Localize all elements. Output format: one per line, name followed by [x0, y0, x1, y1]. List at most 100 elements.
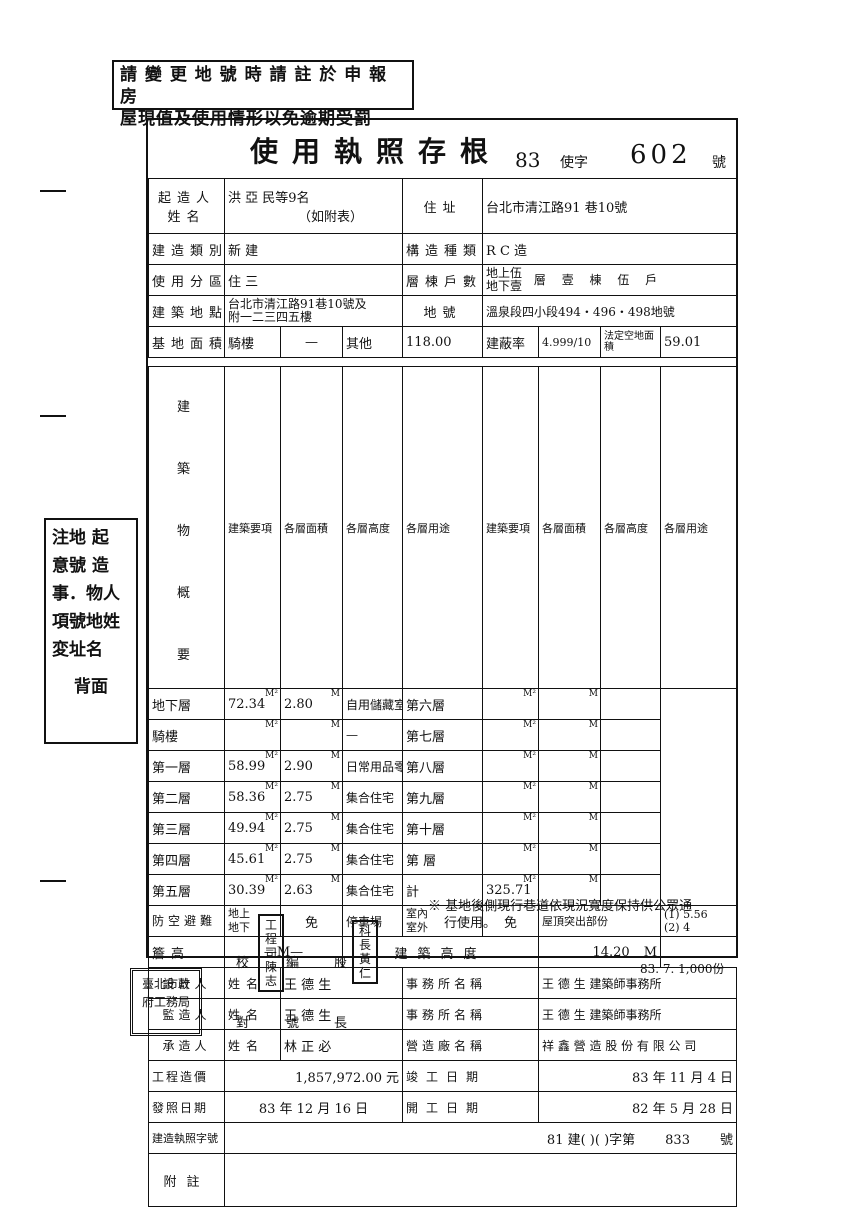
side-line: 変址名 — [52, 640, 103, 660]
builder-names: 洪 亞 民等9名 — [228, 191, 310, 206]
site-line-1: 台北市清江路91巷10號及 — [228, 297, 367, 311]
remarks-area — [224, 1153, 737, 1207]
m2-unit: M² — [265, 782, 278, 793]
floor-use-right — [600, 750, 661, 782]
roof-label: 屋頂突出部份 — [538, 905, 661, 937]
floors-count: 層 壹 棟 伍 戶 — [533, 272, 664, 287]
complete-value: 83 年 11 月 4 日 — [538, 1060, 737, 1092]
issue-value: 83 年 12 月 16 日 — [224, 1091, 403, 1123]
floor-use: 自用儲藏室 — [342, 688, 403, 720]
address-label: 住址 — [402, 178, 484, 234]
floor-use-right — [600, 781, 661, 813]
floor-area-right: M² — [482, 812, 539, 844]
shelter-below: 地下 — [228, 921, 250, 934]
floor-name: 騎樓 — [148, 719, 225, 751]
m2-unit: M² — [523, 844, 536, 855]
m2-unit: M² — [523, 782, 536, 793]
cost-unit: 元 — [385, 1070, 399, 1086]
issue-label: 發照日期 — [148, 1091, 225, 1123]
floor-name: 第五層 — [148, 874, 225, 906]
floor-use-right — [600, 812, 661, 844]
cost-label: 工程造價 — [148, 1060, 225, 1092]
m2-unit: M² — [523, 875, 536, 886]
m-unit: M — [588, 782, 598, 793]
floor-use: 集合住宅 — [342, 874, 403, 906]
m-unit: M — [588, 844, 598, 855]
site-label: 建築地點 — [148, 295, 225, 327]
shelter-levels: 地上地下 — [224, 905, 281, 937]
legal-space-value: 59.01 — [660, 326, 738, 358]
floor-height-right: M — [538, 719, 601, 751]
section-char: 築 — [176, 462, 196, 477]
floor-name-right: 計 — [402, 874, 483, 906]
col-header: 各層高度 — [342, 366, 403, 689]
name-label: 姓名 — [224, 998, 281, 1030]
roof-values: (1) 5.56(2) 4 — [660, 905, 737, 937]
floor-area-right: M² — [482, 750, 539, 782]
floor-area-right: M² — [482, 781, 539, 813]
complete-label: 竣工日期 — [402, 1060, 539, 1092]
floor-name-right: 第十層 — [402, 812, 483, 844]
category-label: 建造類別 — [148, 233, 225, 265]
floor-use-right — [600, 719, 661, 751]
shelter-label: 防空避難 — [148, 905, 225, 937]
start-label: 開工日期 — [402, 1091, 539, 1123]
section-char: 要 — [176, 648, 196, 663]
col-header: 各層用途 — [402, 366, 483, 689]
builder-attached: （如附表） — [298, 210, 364, 225]
m-unit: M — [330, 689, 340, 700]
address-value: 台北市清江路91 巷10號 — [482, 178, 738, 234]
side-notice: 注地 起 意號 造 事．物人 項號地姓 変址名 背面 — [44, 518, 138, 744]
floor-use: 集合住宅 — [342, 843, 403, 875]
floor-area-right: M² — [482, 843, 539, 875]
floor-height-right: M — [538, 812, 601, 844]
height-value: 14.20 — [592, 944, 630, 960]
permit-year: 83 — [515, 148, 541, 172]
floor-name-right: 第六層 — [402, 688, 483, 720]
floor-height: M — [280, 719, 343, 751]
office-name: 王 德 生 建築師事務所 — [538, 998, 737, 1030]
zone-value: 住 三 — [223, 264, 404, 296]
floor-use: 集合住宅 — [342, 781, 403, 813]
parking-indoor: 室內 — [406, 907, 428, 920]
person-name: 林 正 必 — [280, 1029, 403, 1061]
coverage-value: 4.999/10 — [538, 326, 602, 358]
permit-number: 602 — [630, 140, 692, 170]
floor-height-right: M — [538, 750, 601, 782]
print-count: 83. 7. 1,000份 — [640, 962, 725, 976]
office-label: 事務所名稱 — [402, 998, 539, 1030]
m2-unit: M² — [265, 751, 278, 762]
col-header: 各層高度 — [600, 366, 661, 689]
remark-line-1: ※ 基地後側現行巷道依現況寬度保持供公眾通 — [428, 899, 693, 914]
floor-height-value: 2.63 — [284, 882, 313, 898]
side-line: 項號地姓 — [52, 612, 120, 632]
base-other-label: 其他 — [341, 326, 404, 358]
base-arcade-label: 騎樓 — [224, 326, 281, 358]
floor-height-right: M — [538, 688, 601, 720]
floor-area: M² — [224, 719, 281, 751]
floor-use-right — [600, 688, 661, 720]
floor-area-right: M² — [482, 719, 539, 751]
category-value: 新 建 — [223, 233, 404, 265]
floor-area-value: 58.99 — [228, 758, 266, 774]
m-unit: M — [330, 782, 340, 793]
m-unit: M — [588, 751, 598, 762]
floors-below: 地下壹 — [486, 279, 523, 293]
floor-height-value: 2.75 — [284, 851, 313, 867]
m-unit: M — [330, 720, 340, 731]
margin-mark — [40, 880, 66, 882]
floor-name: 第二層 — [148, 781, 225, 813]
signature-area: 校對 工程司 陳志 編號 股長 科長 黃仁 — [234, 912, 380, 1031]
floor-name: 地下層 — [148, 688, 225, 720]
m-unit: M — [588, 875, 598, 886]
floor-height-value: 2.80 — [284, 696, 313, 712]
office-label: 事務所名稱 — [402, 967, 539, 999]
